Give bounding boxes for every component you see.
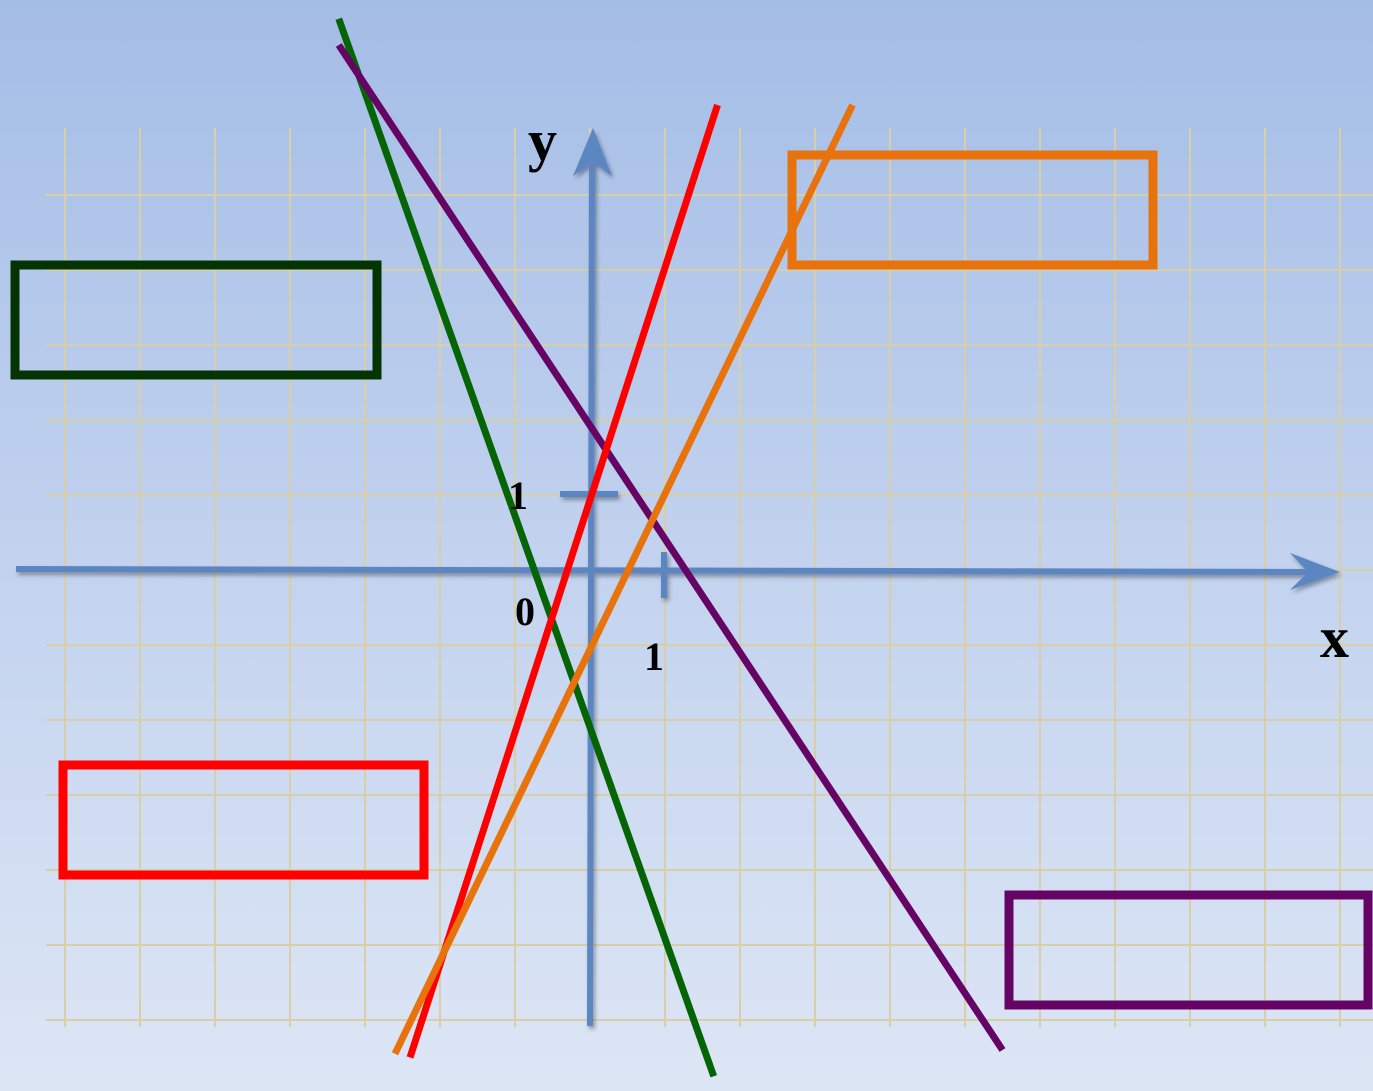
y-axis-label: y (528, 108, 557, 173)
purple-line (335, 43, 1006, 1052)
x-unit-label: 1 (644, 634, 664, 679)
y-axis (587, 159, 595, 1027)
answer-box-red[interactable] (58, 760, 429, 880)
x-axis-label: x (1320, 605, 1349, 670)
orange-line (391, 103, 856, 1056)
answer-box-purple[interactable] (1004, 890, 1373, 1010)
x-axis-arrow-icon (1290, 553, 1340, 590)
answer-box-orange[interactable] (787, 150, 1158, 270)
dark-green-line (335, 17, 718, 1078)
answer-boxes (10, 150, 1373, 1010)
origin-label: 0 (515, 589, 535, 634)
x-axis (15, 566, 1321, 575)
answer-box-dark-green[interactable] (10, 260, 382, 380)
y-unit-label: 1 (508, 473, 528, 518)
axes (15, 128, 1340, 1027)
y-axis-arrow-icon (573, 128, 612, 176)
red-line (406, 103, 721, 1059)
graph-lines (335, 17, 1006, 1078)
